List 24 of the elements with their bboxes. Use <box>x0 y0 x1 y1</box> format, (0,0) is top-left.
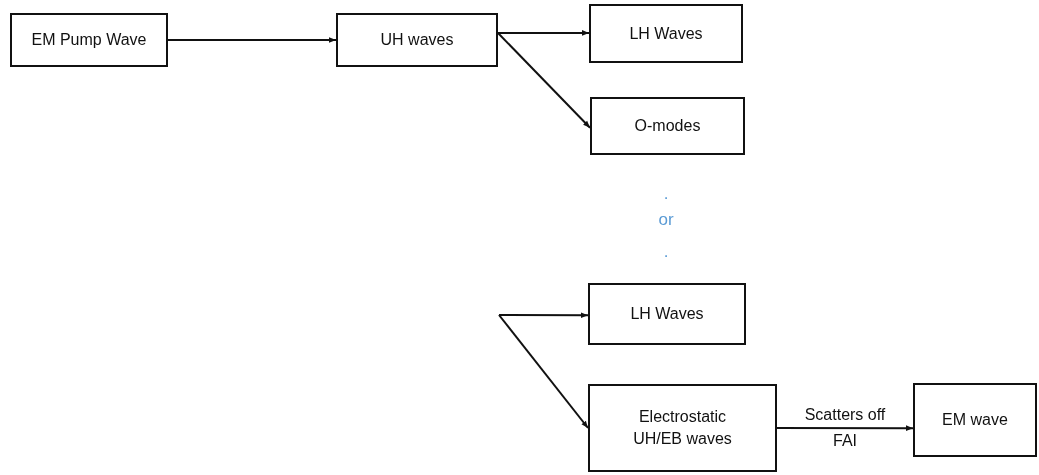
box-label: Electrostatic UH/EB waves <box>632 407 733 449</box>
process-box <box>10 13 168 67</box>
box-label: UH waves <box>380 30 454 51</box>
arrow <box>498 312 589 318</box>
arrow <box>497 30 590 36</box>
arrow <box>776 425 914 431</box>
process-box <box>589 4 743 63</box>
box-label: LH Waves <box>629 23 703 44</box>
process-box <box>588 384 777 472</box>
arrow <box>167 37 337 43</box>
box-label: EM Pump Wave <box>31 30 147 51</box>
arrow <box>498 314 589 429</box>
box-label: LH Waves <box>630 304 704 325</box>
process-box <box>913 383 1037 457</box>
note-text: . <box>662 184 670 204</box>
note-text: . <box>662 242 670 262</box>
process-box <box>590 97 745 155</box>
arrow <box>497 31 591 129</box>
box-label: O-modes <box>634 116 701 137</box>
process-box <box>336 13 498 67</box>
process-box <box>588 283 746 345</box>
note-text: or <box>657 210 675 230</box>
edge-label: Scatters off FAI <box>803 405 887 452</box>
box-label: EM wave <box>942 410 1008 431</box>
